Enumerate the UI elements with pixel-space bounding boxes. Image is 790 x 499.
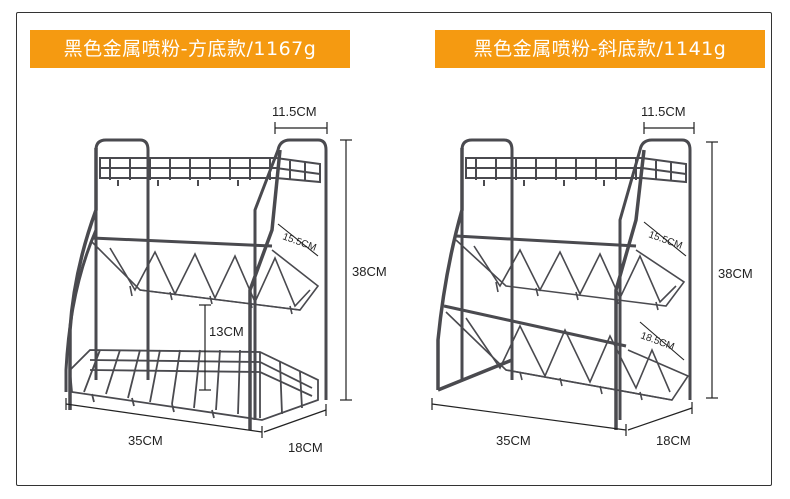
bottom-shelf-label-right: 18.5CM (639, 330, 676, 352)
rack-right-outer-right (614, 149, 646, 430)
width-label: 35CM (128, 433, 163, 448)
rack-slant-base: 11.5CM 15.5CM 18.5CM 38CM 35CM (431, 104, 753, 448)
rack-left-top-shelf-rail (99, 157, 321, 184)
rack-left-outer-right (248, 149, 282, 430)
rack-right-bottom-basket (445, 311, 690, 401)
rack-right-front-frame (618, 138, 692, 420)
top-depth-label: 11.5CM (272, 104, 317, 119)
height-label: 38CM (352, 264, 387, 279)
rack-right-bottom-shelf-bar (443, 304, 627, 348)
rack-right-back-frame (460, 138, 514, 380)
rack-left-middle-shelf-bar (91, 236, 273, 248)
product-title-square-base: 黑色金属喷粉-方底款/1167g (30, 30, 350, 68)
rack-square-base: 13CM 11.5CM 15.5CM 38CM 35CM (64, 104, 387, 455)
width-label-right: 35CM (496, 433, 531, 448)
depth-label: 18CM (288, 440, 323, 455)
rack-right-outer-left (436, 148, 464, 390)
middle-shelf-label: 15.5CM (281, 231, 318, 253)
rack-left-outer-left (68, 148, 98, 410)
shelf-gap-label: 13CM (209, 324, 244, 339)
rack-left-front-frame (253, 138, 328, 420)
rack-right-middle-shelf-bar (455, 234, 637, 248)
rack-right-top-shelf-rail (465, 157, 687, 184)
rack-left-bottom-basket (69, 349, 319, 421)
product-frame (16, 12, 772, 486)
height-label-right: 38CM (718, 266, 753, 281)
top-depth-label-right: 11.5CM (641, 104, 686, 119)
product-title-slant-base: 黑色金属喷粉-斜底款/1141g (435, 30, 765, 68)
depth-label-right: 18CM (656, 433, 691, 448)
rack-left-back-frame (94, 138, 150, 380)
middle-shelf-label-right: 15.5CM (647, 229, 684, 251)
